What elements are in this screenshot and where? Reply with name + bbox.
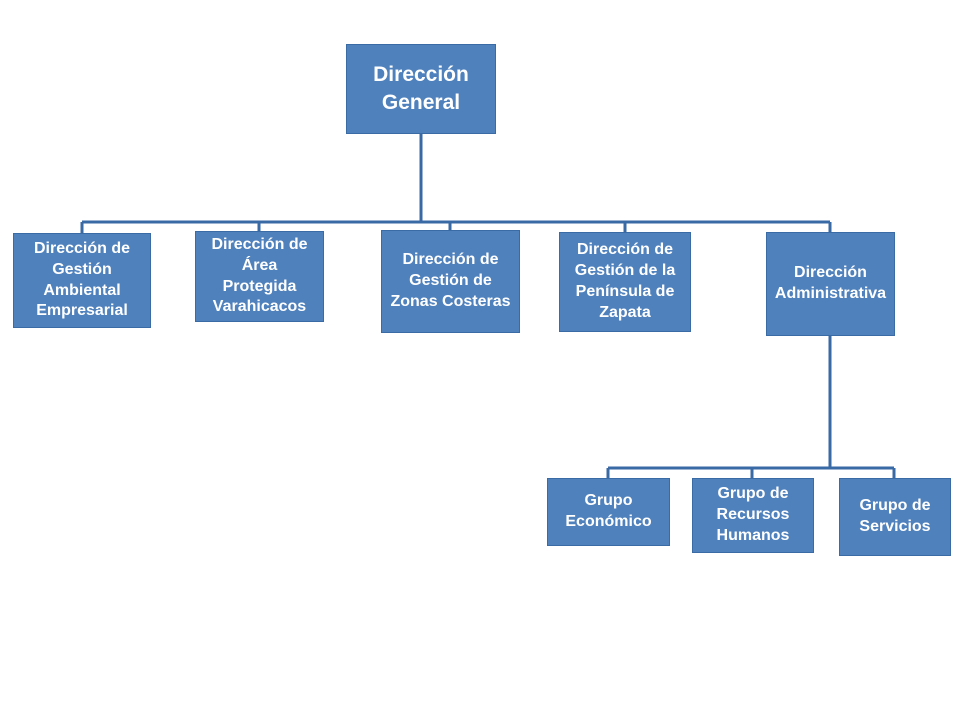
node-grupo-servicios: Grupo de Servicios [839,478,951,556]
node-direccion-gestion-zonas-costeras: Dirección de Gestión de Zonas Costeras [381,230,520,333]
node-direccion-area-protegida-varahicacos: Dirección de Área Protegida Varahicacos [195,231,324,322]
node-direccion-general: Dirección General [346,44,496,134]
node-direccion-gestion-peninsula-zapata: Dirección de Gestión de la Península de … [559,232,691,332]
node-grupo-economico: Grupo Económico [547,478,670,546]
node-direccion-administrativa: Dirección Administrativa [766,232,895,336]
node-grupo-recursos-humanos: Grupo de Recursos Humanos [692,478,814,553]
node-direccion-gestion-ambiental-empresarial: Dirección de Gestión Ambiental Empresari… [13,233,151,328]
